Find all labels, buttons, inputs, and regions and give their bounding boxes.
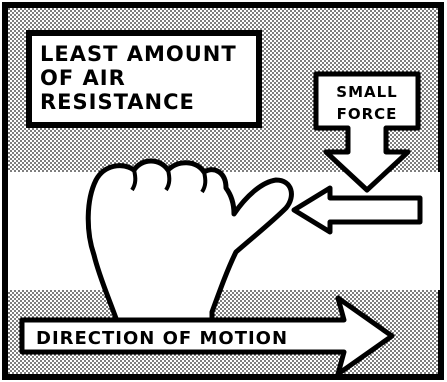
title-line-3: RESISTANCE [40,90,195,114]
force-label-line-1: SMALL [336,83,397,101]
force-label-line-2: FORCE [337,105,398,123]
motion-label: DIRECTION OF MOTION [36,328,288,349]
title-line-2: OF AIR [40,66,126,90]
title-line-1: LEAST AMOUNT [40,42,237,66]
title-box: LEAST AMOUNT OF AIR RESISTANCE [29,33,259,125]
